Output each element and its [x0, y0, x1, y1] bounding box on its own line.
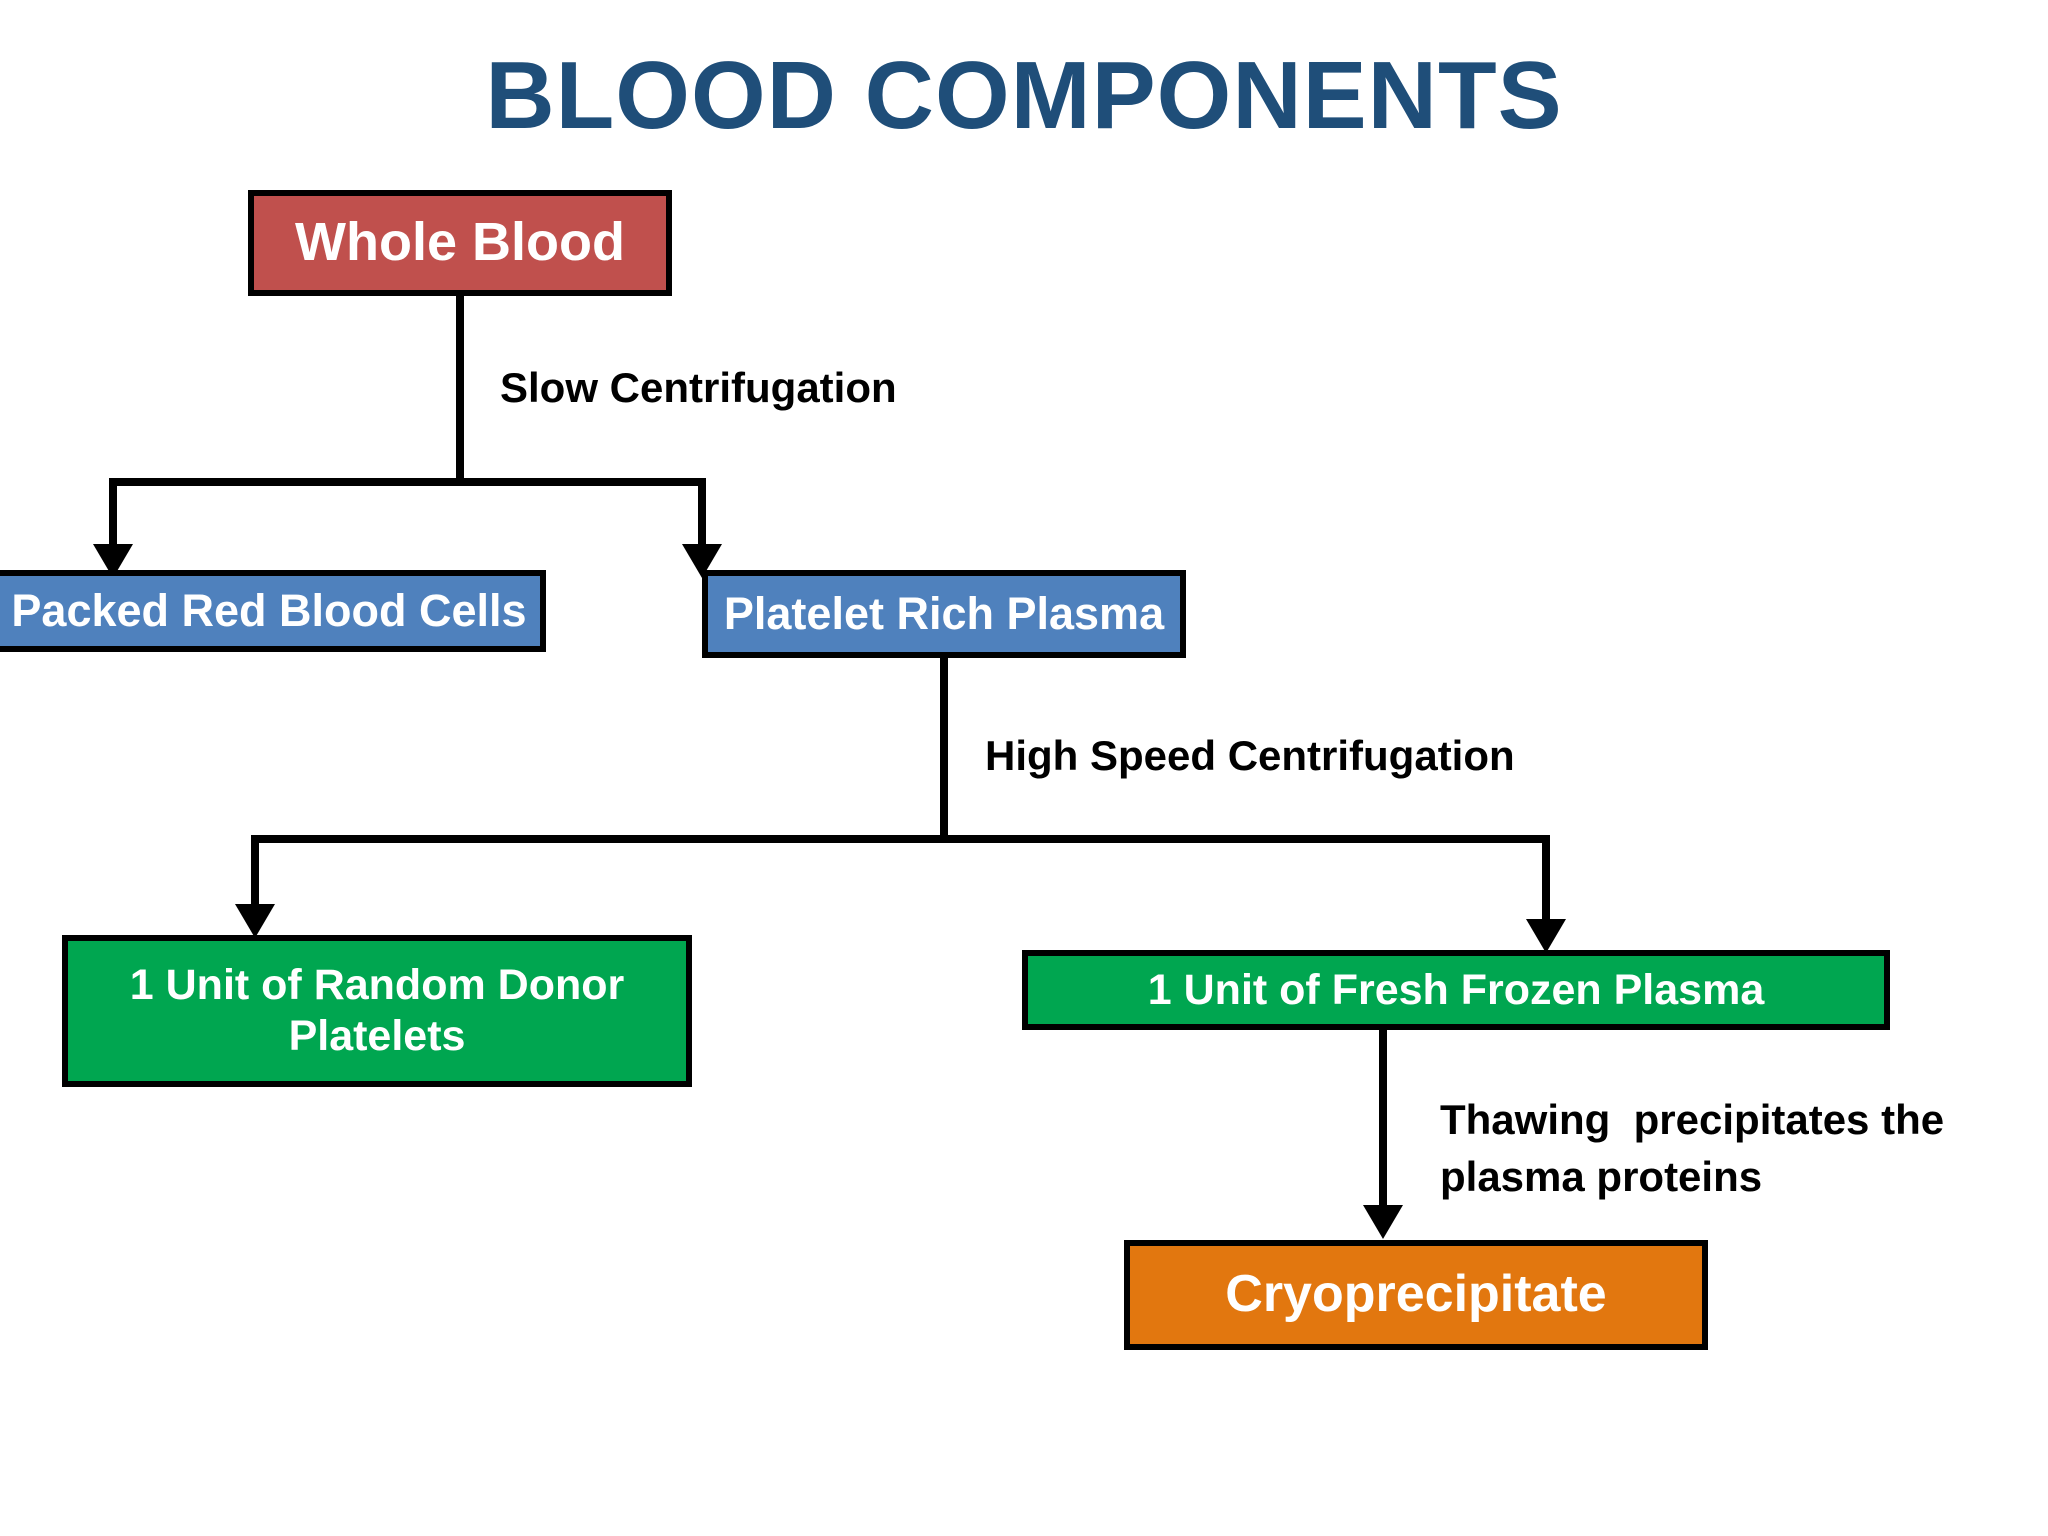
arrowhead-ffp [1526, 919, 1566, 953]
connector-highspeed-bus [251, 835, 1550, 843]
connector-slow-bus [109, 478, 706, 486]
connector-drop-prp [698, 478, 706, 550]
node-platelet-rich-plasma-label: Platelet Rich Plasma [723, 588, 1165, 640]
page-title: BLOOD COMPONENTS [485, 42, 1563, 149]
node-cryoprecipitate[interactable]: Cryoprecipitate [1124, 1240, 1708, 1350]
connector-drop-prbc [109, 478, 117, 550]
connector-prp-stem [940, 658, 948, 841]
node-whole-blood-label: Whole Blood [295, 212, 625, 273]
connector-drop-rdp [251, 835, 259, 910]
node-fresh-frozen-plasma[interactable]: 1 Unit of Fresh Frozen Plasma [1022, 950, 1890, 1030]
arrowhead-cryo [1363, 1205, 1403, 1239]
edge-label-thawing: Thawing precipitates the plasma proteins [1440, 1096, 1956, 1200]
edge-label-slow-centrifugation: Slow Centrifugation [500, 364, 897, 411]
node-packed-red-blood-cells-label: Packed Red Blood Cells [11, 585, 527, 637]
edge-label-high-speed-centrifugation: High Speed Centrifugation [985, 732, 1515, 779]
node-packed-red-blood-cells[interactable]: Packed Red Blood Cells [0, 570, 546, 652]
node-fresh-frozen-plasma-label: 1 Unit of Fresh Frozen Plasma [1147, 965, 1765, 1014]
arrowhead-rdp [235, 904, 275, 938]
node-random-donor-platelets[interactable]: 1 Unit of Random Donor Platelets [62, 935, 692, 1087]
node-platelet-rich-plasma[interactable]: Platelet Rich Plasma [702, 570, 1186, 658]
node-random-donor-platelets-label: 1 Unit of Random Donor Platelets [129, 961, 625, 1060]
connector-ffp-to-cryo [1379, 1030, 1387, 1210]
node-whole-blood[interactable]: Whole Blood [248, 190, 672, 296]
node-cryoprecipitate-label: Cryoprecipitate [1225, 1265, 1607, 1324]
connector-drop-ffp [1542, 835, 1550, 925]
connector-wholeblood-stem [456, 296, 464, 486]
